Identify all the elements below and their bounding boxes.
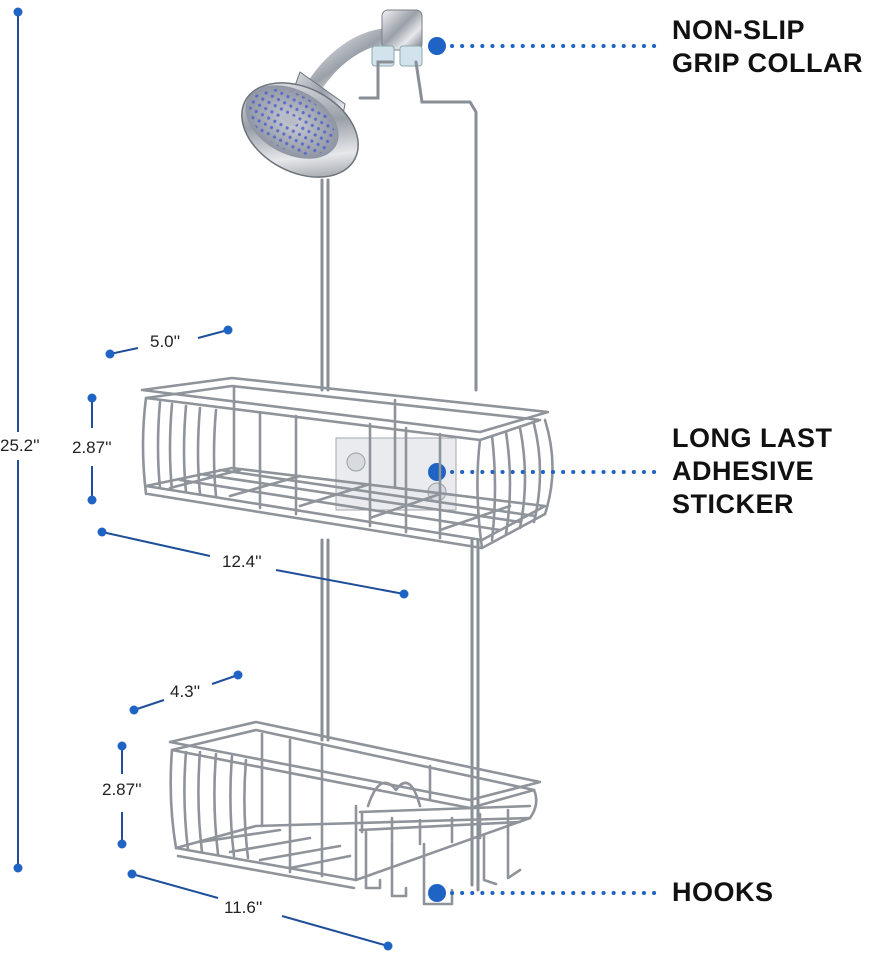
hooks-callout: HOOKS xyxy=(672,876,774,909)
bottom-depth-label: 4.3'' xyxy=(170,682,201,701)
shower-arm xyxy=(304,9,423,98)
adhesive-sticker-icon xyxy=(428,463,446,481)
top-width-label: 12.4'' xyxy=(222,552,262,571)
bottom-basket xyxy=(168,720,542,906)
hanger-frame xyxy=(320,60,480,892)
grip-collar-icon xyxy=(428,37,446,55)
bottom-height-label: 2.87'' xyxy=(102,780,142,799)
sticker-callout-line-2: ADHESIVE xyxy=(672,456,815,486)
collar-callout: NON-SLIP GRIP COLLAR xyxy=(672,14,863,80)
top-depth-label: 5.0'' xyxy=(150,332,181,351)
dimension-lines xyxy=(87,325,409,951)
sticker-callout-line-1: LONG LAST xyxy=(672,423,833,453)
sticker-callout-line-3: STICKER xyxy=(672,489,795,519)
hooks-callout-line-1: HOOKS xyxy=(672,877,774,907)
hooks-icon xyxy=(428,884,446,902)
collar-callout-line-2: GRIP COLLAR xyxy=(672,48,864,78)
shower-head-icon xyxy=(241,71,359,178)
top-basket xyxy=(140,376,554,550)
bottom-width-label: 11.6'' xyxy=(224,898,263,917)
sticker-callout: LONG LAST ADHESIVE STICKER xyxy=(672,422,833,521)
callout-leaders xyxy=(450,44,662,895)
top-height-label: 2.87'' xyxy=(72,438,112,457)
total-height-dimension xyxy=(0,7,40,873)
total-height-label: 25.2'' xyxy=(0,436,40,455)
collar-callout-line-1: NON-SLIP xyxy=(672,15,806,45)
